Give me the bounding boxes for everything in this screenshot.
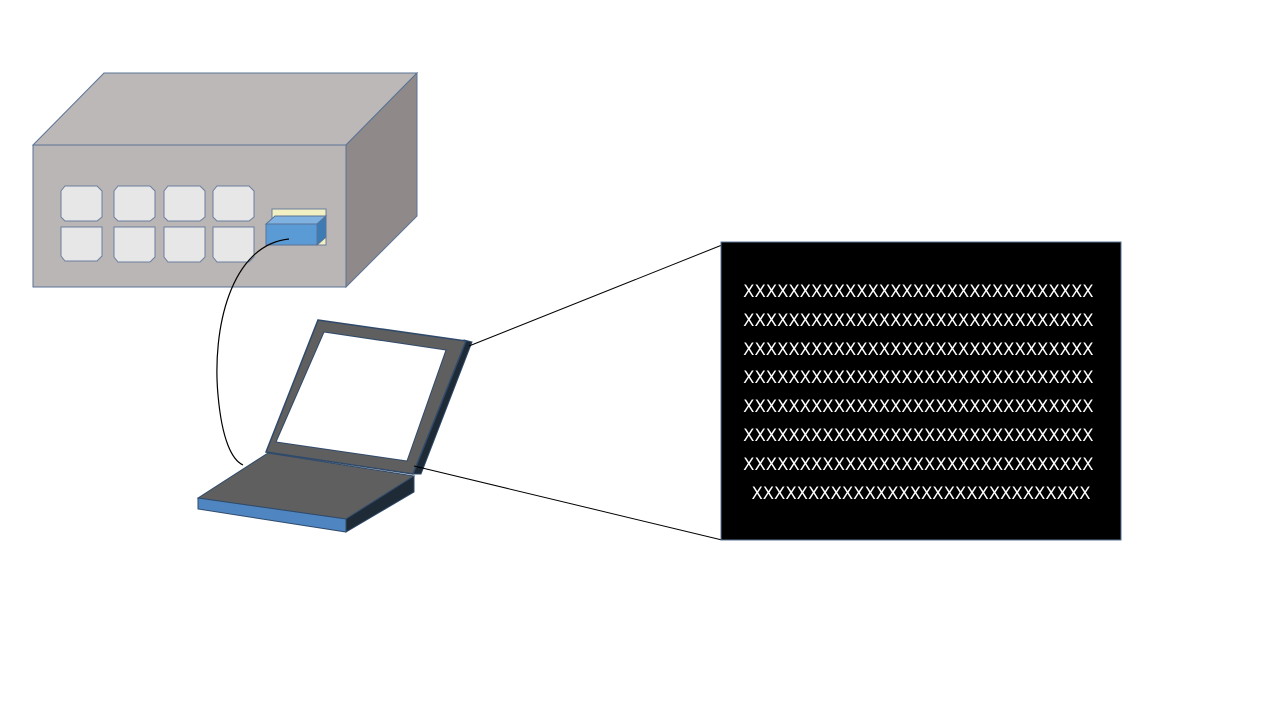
- switch-port[interactable]: [212, 226, 255, 263]
- switch-port[interactable]: [60, 226, 103, 262]
- console-port[interactable]: [264, 208, 328, 247]
- switch-port[interactable]: [163, 226, 206, 263]
- switch-port[interactable]: [212, 185, 255, 222]
- console-background: [720, 241, 1122, 541]
- switch-ports: [60, 185, 255, 263]
- switch-port[interactable]: [163, 185, 206, 222]
- laptop-screen: [275, 331, 447, 462]
- switch-port[interactable]: [113, 226, 156, 263]
- console-line: XXXXXXXXXXXXXXXXXXXXXXXXXXXXXXX: [743, 340, 1093, 359]
- zoom-line-bottom: [413, 465, 723, 541]
- console-connector-top: [264, 215, 328, 225]
- console-cable: [216, 238, 290, 466]
- console-line: XXXXXXXXXXXXXXXXXXXXXXXXXXXXXXX: [743, 455, 1093, 474]
- switch-port[interactable]: [60, 185, 103, 222]
- console-line: XXXXXXXXXXXXXXXXXXXXXXXXXXXXXXX: [743, 426, 1093, 445]
- console-line: XXXXXXXXXXXXXXXXXXXXXXXXXXXXXX: [751, 484, 1090, 503]
- network-switch: [31, 71, 419, 289]
- console-connector-front: [265, 223, 318, 246]
- zoom-line-top: [468, 244, 723, 347]
- console-window: XXXXXXXXXXXXXXXXXXXXXXXXXXXXXXX XXXXXXXX…: [720, 241, 1122, 541]
- console-line: XXXXXXXXXXXXXXXXXXXXXXXXXXXXXXX: [743, 282, 1093, 301]
- laptop-side-edge: [345, 475, 415, 533]
- switch-port[interactable]: [113, 185, 156, 222]
- console-line: XXXXXXXXXXXXXXXXXXXXXXXXXXXXXXX: [743, 368, 1093, 387]
- console-line: XXXXXXXXXXXXXXXXXXXXXXXXXXXXXXX: [743, 311, 1093, 330]
- console-output: XXXXXXXXXXXXXXXXXXXXXXXXXXXXXXX XXXXXXXX…: [743, 282, 1099, 503]
- console-line: XXXXXXXXXXXXXXXXXXXXXXXXXXXXXXX: [743, 397, 1093, 416]
- laptop: [196, 319, 473, 533]
